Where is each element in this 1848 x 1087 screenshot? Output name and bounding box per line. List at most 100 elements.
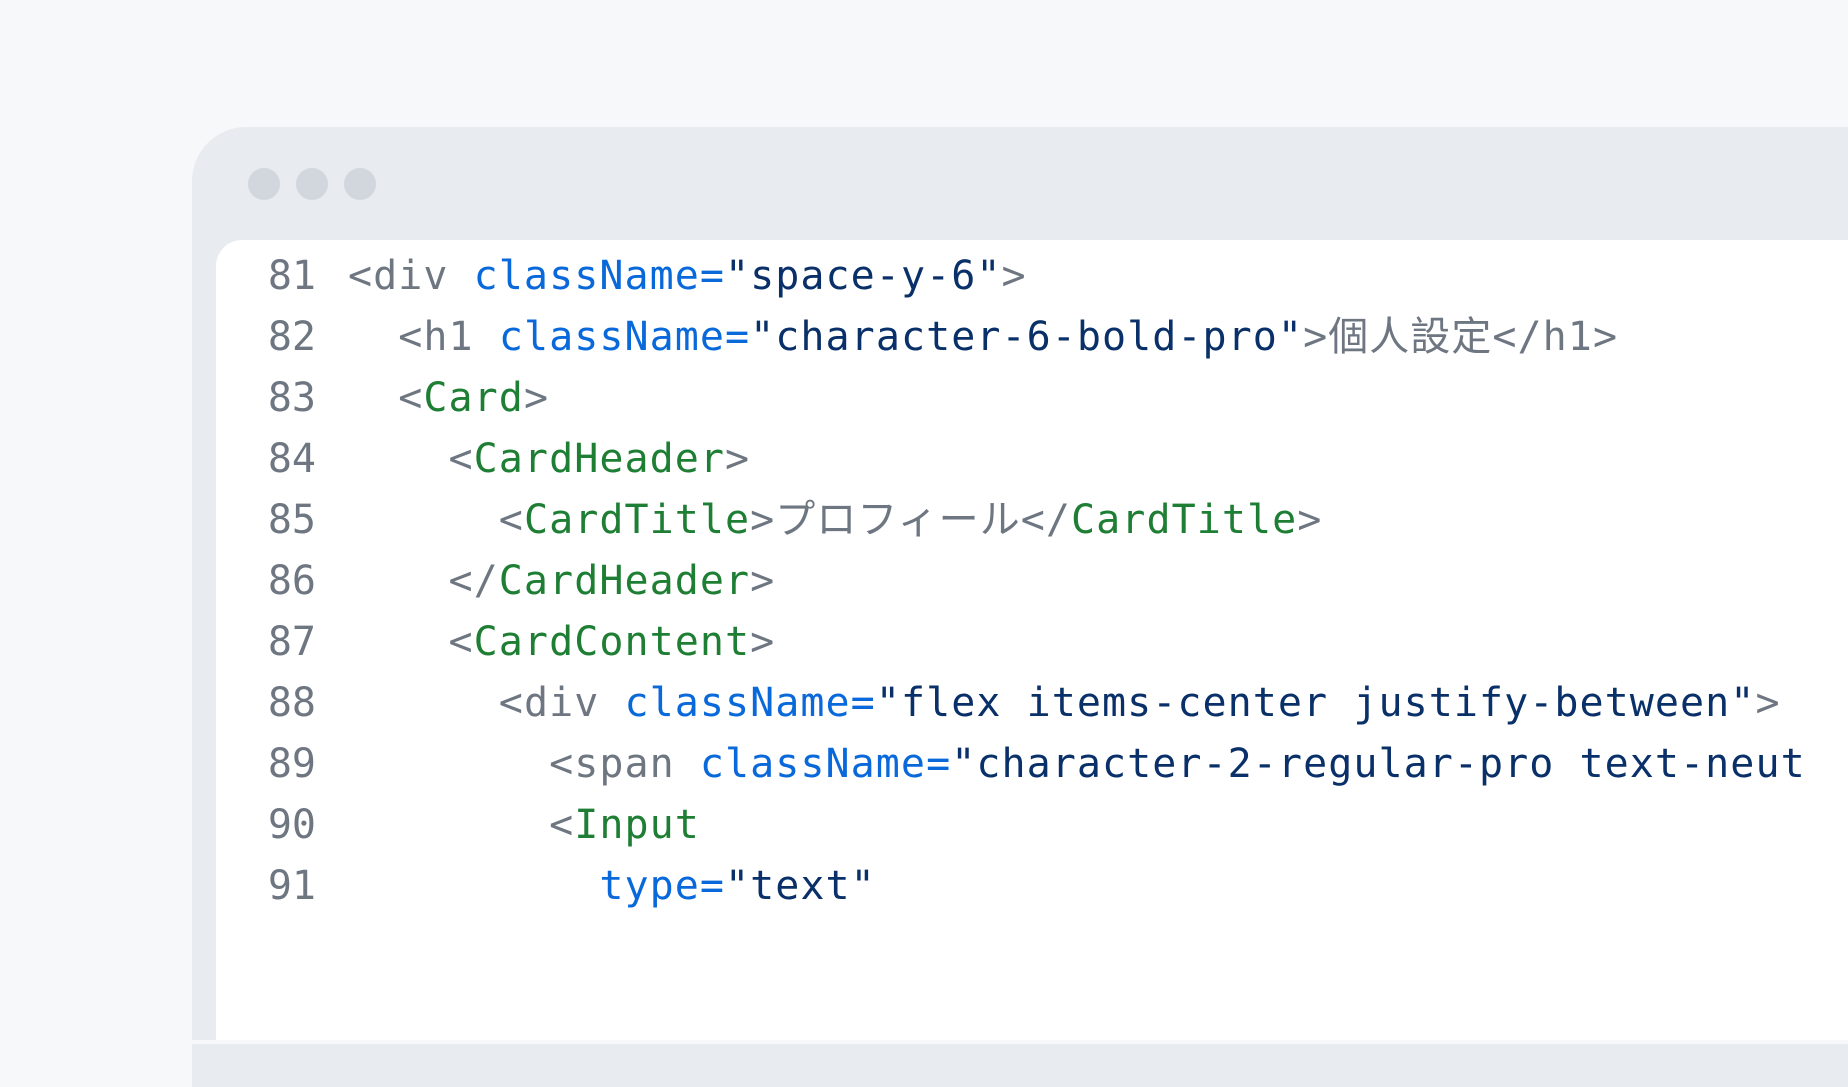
token-plain: div <box>523 680 625 726</box>
code-line-91: 91 type="text" <box>216 850 876 922</box>
line-source: </CardHeader> <box>348 545 775 617</box>
token-punct: > <box>750 497 776 543</box>
code-line-87: 87 <CardContent> <box>216 606 775 678</box>
close-dot[interactable] <box>248 168 280 200</box>
token-string: "flex items-center justify-between" <box>875 680 1756 726</box>
token-punct: > <box>725 436 751 482</box>
line-number: 91 <box>267 863 316 909</box>
indent <box>348 863 599 909</box>
token-attr: className <box>699 741 927 787</box>
window-controls <box>248 168 376 200</box>
token-tag: CardTitle <box>523 497 751 543</box>
token-punct: > <box>1592 314 1619 360</box>
token-attr: = <box>699 863 725 909</box>
indent <box>348 741 549 787</box>
code-line-84: 84 <CardHeader> <box>216 423 750 495</box>
token-attr: = <box>850 680 876 726</box>
code-line-90: 90 <Input <box>216 789 700 861</box>
line-number: 86 <box>267 558 316 604</box>
token-tag: CardHeader <box>498 558 751 604</box>
token-text: 個人設定 <box>1328 314 1493 360</box>
minimize-dot[interactable] <box>296 168 328 200</box>
line-number: 82 <box>267 314 316 360</box>
code-line-82: 82 <h1 className="character-6-bold-pro">… <box>216 301 1618 373</box>
line-source: <Card> <box>348 362 549 434</box>
token-punct: > <box>750 558 776 604</box>
token-string: "character-6-bold-pro" <box>750 314 1304 360</box>
token-punct: < <box>498 680 524 726</box>
token-punct: < <box>348 253 374 299</box>
code-line-81: 81 <div className="space-y-6"> <box>216 240 1027 312</box>
token-attr: = <box>725 314 751 360</box>
line-source: <div className="flex items-center justif… <box>348 667 1781 739</box>
indent <box>348 436 449 482</box>
code-editor[interactable]: 81<div className="space-y-6">82 <h1 clas… <box>216 240 1848 1040</box>
token-attr: className <box>473 253 700 299</box>
token-tag: CardHeader <box>473 436 725 482</box>
indent <box>348 619 449 665</box>
token-punct: < <box>398 375 424 421</box>
code-line-86: 86 </CardHeader> <box>216 545 775 617</box>
indent <box>348 314 398 360</box>
token-tag: CardContent <box>473 619 751 665</box>
token-plain: div <box>373 253 474 299</box>
token-punct: > <box>1303 314 1329 360</box>
code-line-89: 89 <span className="character-2-regular-… <box>216 728 1806 800</box>
indent <box>348 497 499 543</box>
line-source: <span className="character-2-regular-pro… <box>348 728 1806 800</box>
indent <box>348 680 499 726</box>
bottom-strip <box>0 1040 1848 1044</box>
token-plain: h1 <box>1542 314 1593 360</box>
token-punct: > <box>1755 680 1781 726</box>
token-punct: > <box>750 619 776 665</box>
indent <box>348 558 449 604</box>
indent <box>348 375 398 421</box>
line-number: 88 <box>267 680 316 726</box>
line-source: <div className="space-y-6"> <box>348 240 1027 312</box>
token-punct: </ <box>448 558 499 604</box>
token-punct: < <box>498 497 524 543</box>
line-source: type="text" <box>348 850 876 922</box>
indent <box>348 802 549 848</box>
line-source: <CardTitle>プロフィール</CardTitle> <box>348 484 1322 556</box>
token-attr: className <box>624 680 851 726</box>
code-line-83: 83 <Card> <box>216 362 549 434</box>
line-number: 83 <box>267 375 316 421</box>
line-number: 85 <box>267 497 316 543</box>
line-number: 90 <box>267 802 316 848</box>
token-punct: < <box>448 619 474 665</box>
token-punct: < <box>549 802 575 848</box>
token-string: "text" <box>725 863 876 909</box>
token-tag: Card <box>423 375 524 421</box>
line-source: <CardContent> <box>348 606 775 678</box>
line-number: 89 <box>267 741 316 787</box>
token-string: "space-y-6" <box>725 253 1002 299</box>
token-punct: > <box>523 375 550 421</box>
token-punct: </ <box>1492 314 1543 360</box>
maximize-dot[interactable] <box>344 168 376 200</box>
line-number: 87 <box>267 619 316 665</box>
line-source: <CardHeader> <box>348 423 750 495</box>
token-string: "character-2-regular-pro text-neut <box>951 741 1806 787</box>
line-source: <h1 className="character-6-bold-pro">個人設… <box>348 301 1618 373</box>
token-punct: </ <box>1020 497 1072 543</box>
token-text: プロフィール <box>775 497 1021 543</box>
token-punct: > <box>1001 253 1027 299</box>
code-line-85: 85 <CardTitle>プロフィール</CardTitle> <box>216 484 1322 556</box>
token-attr: = <box>699 253 726 299</box>
line-source: <Input <box>348 789 700 861</box>
token-punct: > <box>1297 497 1323 543</box>
code-line-88: 88 <div className="flex items-center jus… <box>216 667 1781 739</box>
token-punct: < <box>448 436 474 482</box>
token-tag: Input <box>574 802 700 848</box>
line-number: 84 <box>267 436 316 482</box>
token-tag: CardTitle <box>1071 497 1298 543</box>
token-attr: className <box>498 314 726 360</box>
token-plain: span <box>574 741 700 787</box>
line-number: 81 <box>267 253 316 299</box>
token-punct: < <box>398 314 424 360</box>
token-attr: = <box>926 741 952 787</box>
token-plain: h1 <box>423 314 499 360</box>
token-attr: type <box>599 863 700 909</box>
token-punct: < <box>549 741 575 787</box>
